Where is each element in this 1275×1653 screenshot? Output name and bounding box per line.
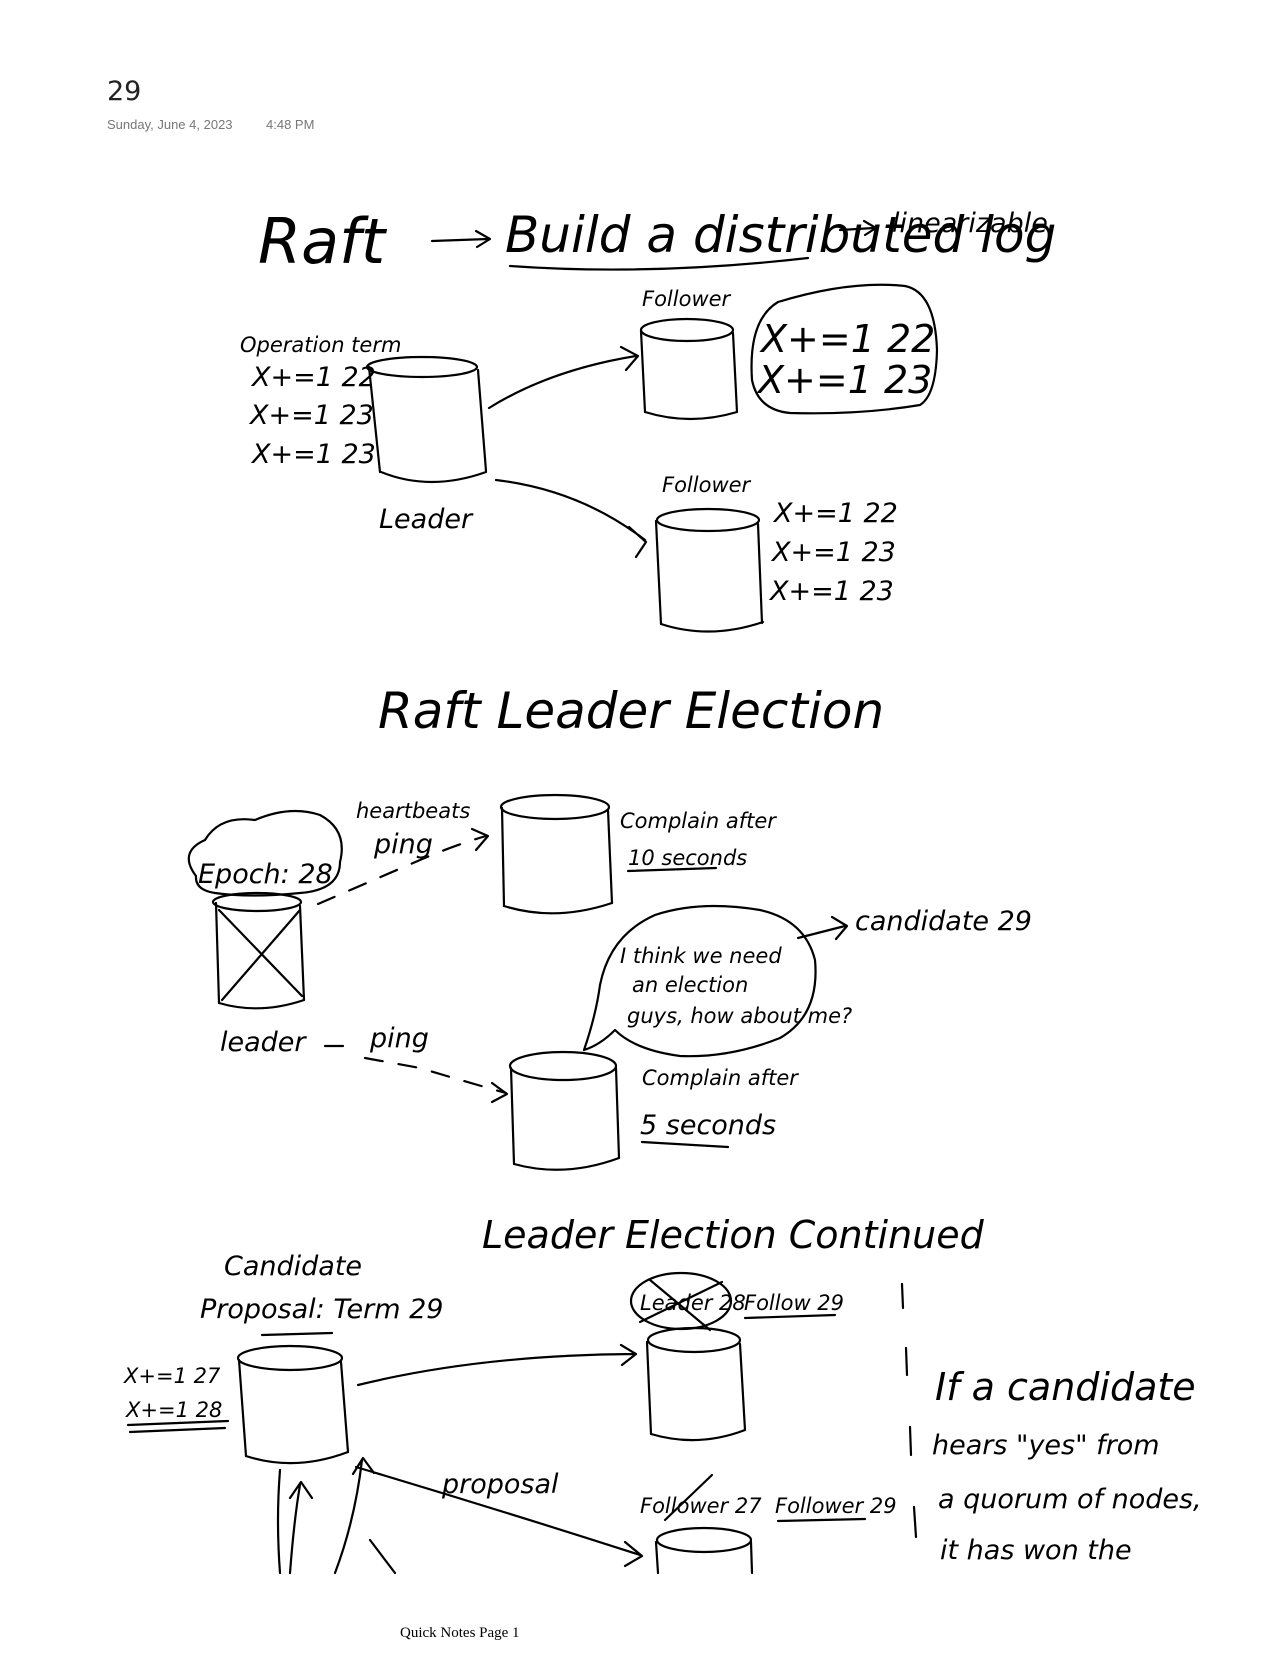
raft-title: Raft <box>258 205 388 278</box>
leader-label-2: leader <box>220 1027 307 1058</box>
candidate-log-row-2: X+=1 28 <box>125 1398 222 1422</box>
leader28-struck-label: Leader 28 <box>640 1291 746 1315</box>
follower-2-cylinder <box>654 507 765 633</box>
linearizable-label: linearizable <box>892 208 1048 239</box>
complain-bottom-underline <box>640 1140 730 1149</box>
follower29-bottom-underline <box>776 1517 867 1523</box>
bottom-follower-cylinder <box>508 1050 621 1171</box>
note-divider <box>900 1282 918 1539</box>
proposal-label: proposal <box>441 1469 559 1500</box>
arrow-leader-to-follower-1 <box>487 345 640 410</box>
raft-leader-election-title: Raft Leader Election <box>378 682 884 740</box>
operation-term-header: Operation term <box>240 333 401 357</box>
note-line-3: a quorum of nodes, <box>938 1484 1202 1515</box>
bottom-right-follower-cylinder <box>654 1526 754 1575</box>
leader-label: Leader <box>379 504 474 535</box>
proposal-term-underline <box>260 1331 334 1337</box>
follower-2-label: Follower <box>662 473 752 497</box>
follower-1-cylinder <box>639 317 739 421</box>
leader-log-row-1: X+=1 22 <box>250 362 376 393</box>
follow29-top-underline <box>743 1313 837 1320</box>
vote-arrow-left <box>288 1480 314 1575</box>
build-underline <box>508 256 810 271</box>
candidate-label: Candidate <box>224 1251 362 1282</box>
top-follower-cylinder <box>499 793 614 915</box>
candidate-cylinder <box>236 1344 350 1465</box>
dashed-arrow-bottom-head <box>490 1081 509 1104</box>
build-distributed-log: Build a distributed log <box>505 206 1056 264</box>
follower-2-log-row-1: X+=1 22 <box>772 498 898 529</box>
note-line-1: If a candidate <box>935 1365 1196 1409</box>
complain-bottom-line-1: Complain after <box>642 1066 799 1090</box>
bubble-line-3: guys, how about me? <box>627 1004 852 1028</box>
vote-lines-extra <box>276 1468 397 1575</box>
speech-bubble <box>582 904 817 1058</box>
ping-label-bottom: ping <box>369 1023 429 1054</box>
arrow-to-linearizable <box>838 219 878 237</box>
complain-bottom-line-2: 5 seconds <box>640 1110 776 1141</box>
vote-arrow-right <box>333 1456 376 1575</box>
follower-1-label: Follower <box>642 287 732 311</box>
follower-1-log-row-1: X+=1 22 <box>759 317 935 361</box>
note-line-2: hears "yes" from <box>932 1430 1160 1461</box>
arrow-to-build <box>430 229 492 249</box>
follower-1-log-row-2: X+=1 23 <box>756 358 932 402</box>
page-date: Sunday, June 4, 2023 <box>107 117 233 132</box>
leader-election-continued-title: Leader Election Continued <box>482 1213 985 1257</box>
leader28-strike <box>638 1278 724 1332</box>
bubble-line-1: I think we need <box>620 944 782 968</box>
dashed-arrow-bottom <box>323 1044 508 1095</box>
candidate-29-label: candidate 29 <box>855 906 1032 937</box>
follower-1-log-box <box>750 283 939 415</box>
arrow-candidate-to-follower-bottom <box>354 1465 644 1568</box>
note-line-4: it has won the <box>940 1535 1132 1566</box>
arrow-leader-to-follower-2 <box>494 478 648 559</box>
follower29-bottom-label: Follower 29 <box>775 1494 897 1518</box>
heartbeats-label: heartbeats <box>356 799 470 823</box>
page-title: 29 <box>107 76 142 107</box>
proposal-term-label: Proposal: Term 29 <box>200 1294 443 1325</box>
epoch-label: Epoch: 28 <box>198 859 333 890</box>
follower27-strike <box>663 1473 714 1522</box>
bubble-line-2: an election <box>632 973 748 997</box>
candidate-log-row-1: X+=1 27 <box>123 1364 221 1388</box>
follower-2-log-row-2: X+=1 23 <box>770 537 896 568</box>
page-time: 4:48 PM <box>266 117 315 132</box>
arrow-to-candidate <box>796 915 849 941</box>
ping-label-top: ping <box>373 829 433 860</box>
complain-top-underline <box>626 866 718 873</box>
dashed-arrow-top-head <box>470 827 490 852</box>
arrow-candidate-to-follower-top <box>356 1343 638 1387</box>
dashed-arrow-top <box>316 834 488 906</box>
epoch-cloud <box>187 809 343 897</box>
crossed-leader-cylinder <box>211 891 306 1010</box>
complain-top-line-1: Complain after <box>620 809 777 833</box>
follow29-top-label: Follow 29 <box>744 1291 844 1315</box>
leader-log-row-3: X+=1 23 <box>250 439 376 470</box>
follower27-struck-label: Follower 27 <box>640 1494 762 1518</box>
page-footer: Quick Notes Page 1 <box>400 1625 520 1641</box>
candidate-log-scribble <box>126 1419 230 1434</box>
leader-log-row-2: X+=1 23 <box>248 400 374 431</box>
leader-cylinder <box>365 355 488 484</box>
follower-2-log-row-3: X+=1 23 <box>768 576 894 607</box>
top-right-follower-cylinder <box>645 1326 747 1442</box>
complain-top-line-2: 10 seconds <box>628 846 747 870</box>
